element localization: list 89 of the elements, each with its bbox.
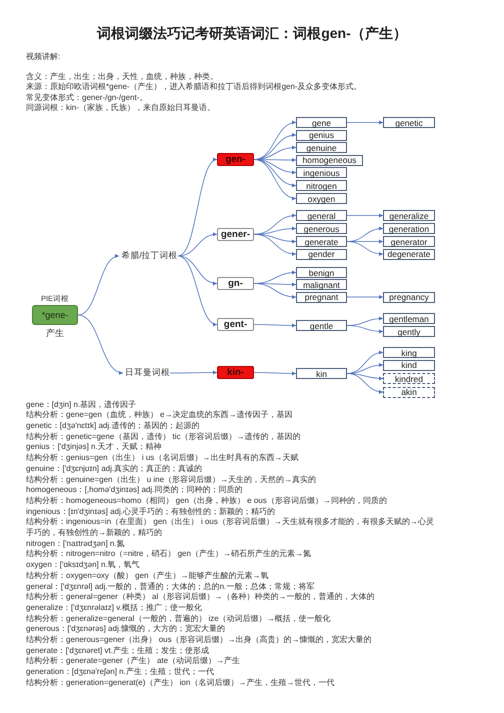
arrow — [346, 214, 384, 218]
arrow — [78, 255, 120, 316]
word-box: kind — [383, 360, 435, 370]
word-box: degenerate — [383, 248, 435, 260]
arrow — [254, 159, 296, 174]
word-box: gentle — [296, 320, 347, 331]
arrow — [346, 373, 384, 394]
analysis-line: 结构分析：homogeneous=homo（相同） gen（出身，种族） e ous（形容词后缀）→同种的，同质的 — [26, 496, 387, 507]
arrow — [254, 234, 296, 256]
definition-line: genuine：['dʒɛnjʊɪn] adj.真实的；真正的；真诚的 — [26, 464, 202, 475]
arrow — [178, 232, 218, 256]
word-box: gentleman — [383, 313, 435, 324]
arrow — [254, 159, 296, 188]
arrow — [346, 373, 384, 380]
word-box: malignant — [296, 279, 347, 290]
arrow — [254, 214, 296, 235]
definition-line: nitrogen：['naɪtrədʒən] n.氮 — [26, 538, 125, 550]
node-caption: 产生 — [46, 328, 64, 338]
root-box: kin- — [217, 366, 254, 379]
word-box: generalize — [383, 210, 435, 221]
word-box: nitrogen — [296, 180, 347, 191]
intro-text: 来源：原始印欧语词根*gene-（产生），进入希腊语和拉丁语后得到词根gen-及众多变体形式。 — [26, 82, 362, 92]
word-box: akin — [383, 386, 435, 398]
arrow — [346, 295, 384, 299]
word-box: gene — [296, 117, 347, 128]
word-box: general — [296, 210, 347, 221]
definition-line: ingenious：[ɪn'dʒinɪəs] adj.心灵手巧的；有独创性的；新颖的；精巧的 — [26, 506, 275, 517]
arrow — [346, 325, 384, 334]
definition-line: general：['dʒɛnrəl] adj.一般的，普通的；大体的；总的n.一般；总体；常规；将军 — [26, 582, 314, 592]
word-box: gender — [296, 248, 347, 260]
word-box: kindred — [383, 373, 435, 384]
root-box: gent- — [217, 318, 254, 331]
arrow — [254, 283, 296, 299]
page-title: 词根词缀法巧记考研英语词汇：词根gen-（产生） — [96, 24, 408, 42]
definition-line: homogeneous：[,homə'dʒinɪəs] adj.同类的；同种的；同质的 — [26, 485, 242, 496]
definition-line: genetic：[dʒə'nɛtɪk] adj.遗传的；基因的；起源的 — [26, 421, 200, 432]
analysis-line: 结构分析：nitrogen=nitro（=nitre，硝石） gen（产生）→硝石所产生的元素→氮 — [26, 549, 311, 560]
word-box: generation — [383, 223, 435, 234]
word-box: genetic — [383, 117, 435, 128]
analysis-line: 结构分析：generous=gener（出身） ous（形容词后缀）→出身（高贵）的→慷慨的，宽宏大量的 — [26, 635, 372, 646]
word-box: pregnancy — [383, 292, 435, 302]
analysis-line: 结构分析：genetic=gene（基因，遗传） tic（形容词后缀）→遗传的，基因的 — [26, 432, 300, 442]
analysis-line: 结构分析：genius=gen（出生） i us（名词后缀）→出生时具有的东西→天赋 — [26, 453, 298, 464]
branch-label: 日耳曼词根 — [123, 367, 170, 379]
intro-text: 同源词根：kin-（家族，氏族），来自原始日耳曼语。 — [26, 103, 215, 113]
word-box: generous — [296, 223, 347, 234]
analysis-line: 结构分析：oxygen=oxy（酸） gen（产生）→能够产生酸的元素→氧 — [26, 570, 268, 582]
analysis-line: 结构分析：generate=gener（产生） ate（动词后缀）→产生 — [26, 656, 240, 667]
arrow — [254, 323, 296, 328]
arrow — [78, 314, 124, 374]
definition-line: genius：['dʒinjəs] n.天才，天赋；精神 — [26, 442, 162, 453]
word-box: genuine — [296, 142, 347, 153]
intro-text: 常见变体形式：gener-/gn-/gent-。 — [26, 92, 148, 102]
definition-line: generation：[dʒɛnə'reʃən] n.产生；生殖；世代；一代 — [26, 667, 214, 678]
analysis-line: 结构分析：genuine=gen（出生） u ine（形容词后缀）→天生的，天然的→真实的 — [26, 474, 316, 486]
word-box: genius — [296, 130, 347, 140]
word-box: pregnant — [296, 292, 347, 302]
definition-line: generate：['dʒɛnəret] vt.产生；生殖；发生；使形成 — [26, 646, 209, 656]
root-box: gn- — [217, 277, 254, 290]
word-box: generate — [296, 236, 347, 247]
arrow — [346, 241, 384, 256]
word-box: king — [383, 347, 435, 358]
analysis-line: 结构分析：gene=gen（血统，种族） e→决定血统的东西→遗传因子，基因 — [26, 410, 292, 421]
arrow — [178, 159, 218, 256]
arrow — [254, 159, 296, 200]
definition-line: gene：[dʒin] n.基因，遗传因子 — [26, 400, 136, 410]
word-box: oxygen — [296, 193, 347, 204]
root-box: gener- — [217, 228, 254, 240]
definition-line: generalize：['dʒɛnrəlaɪz] v.概括；推广；使一般化 — [26, 602, 202, 614]
word-box: ingenious — [296, 167, 347, 178]
word-box: kin — [296, 368, 347, 379]
analysis-line: 结构分析：generation=generat(e)（产生） ion（名词后缀）→产生，生殖→世代，一代 — [26, 678, 334, 689]
word-box: gently — [383, 326, 435, 337]
definition-line: oxygen：['ɑksɪdʒən] n.氧，氧气 — [26, 560, 140, 571]
arrow — [254, 371, 296, 376]
arrow — [178, 256, 218, 326]
arrow — [170, 370, 218, 374]
branch-label: 希腊/拉丁词根 — [119, 250, 178, 262]
word-box: generator — [383, 236, 435, 247]
root-box: gen- — [217, 153, 254, 166]
analysis-line: 结构分析：general=gener（种类） al（形容词后缀）→（各种）种类的→一般的，普通的，大体的 — [26, 592, 374, 603]
word-box: benign — [296, 267, 347, 278]
definition-line: generous：['dʒɛnərəs] adj.慷慨的，大方的；宽宏大量的 — [26, 624, 225, 635]
intro-text: 含义：产生，出生；出身，天性，血统，种族，种类。 — [26, 72, 218, 82]
root-box: *gene- — [32, 305, 78, 325]
word-box: homogeneous — [296, 154, 363, 166]
intro-text: 视频讲解: — [26, 52, 60, 62]
arrow — [346, 120, 384, 124]
analysis-line: 结构分析：generalize=general（一般的，普遍的） ize（动词后缀）→概括，使一般化 — [26, 614, 331, 624]
